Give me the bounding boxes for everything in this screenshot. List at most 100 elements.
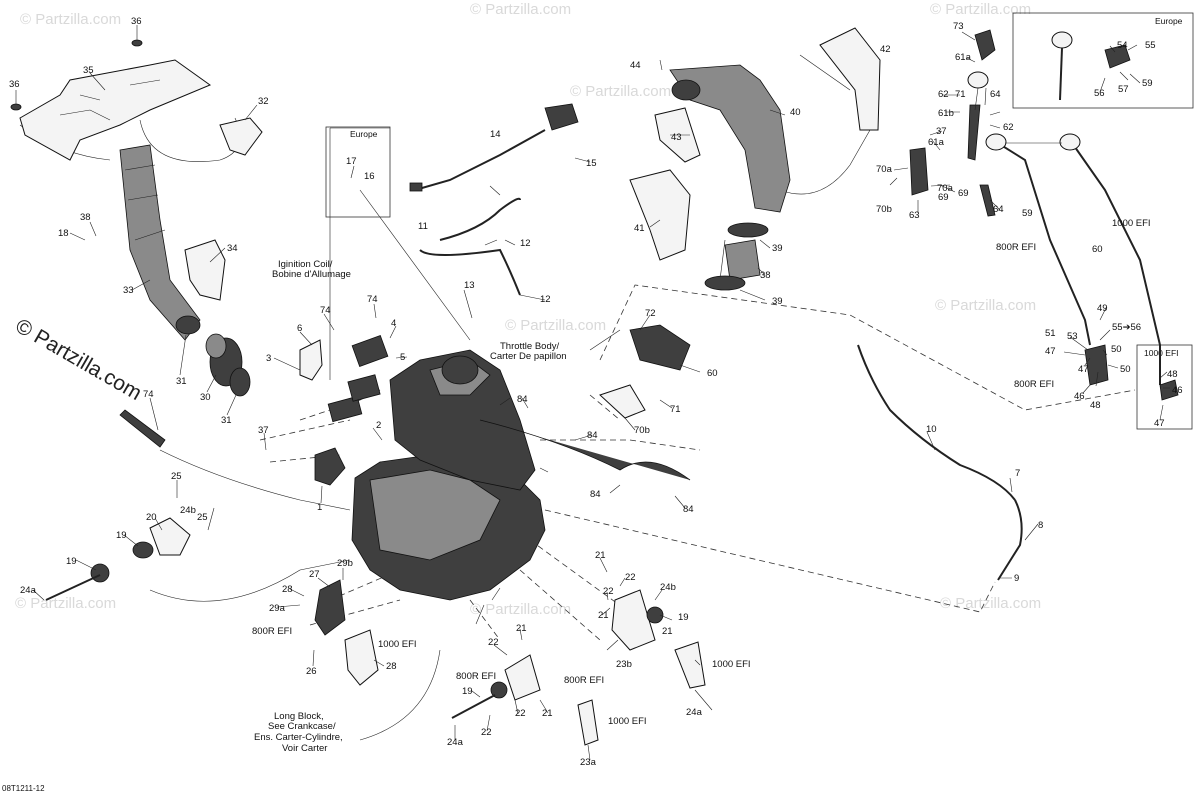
- part-label: 84: [587, 430, 598, 441]
- intake-duct: [119, 144, 201, 341]
- callout-ignition-coil: Iginition Coil/: [278, 259, 333, 270]
- part-label: 61a: [955, 52, 972, 63]
- part-label: 19: [66, 556, 77, 567]
- engine-mount-20: [149, 517, 191, 556]
- leader-lines: [15, 25, 1170, 761]
- engine-mount-29a: [314, 579, 346, 636]
- svg-text:Europe: Europe: [350, 129, 378, 139]
- part-label: 59: [1022, 208, 1033, 219]
- part-label: 61a: [928, 137, 945, 148]
- part-label: 47: [1154, 418, 1165, 429]
- part-label: 71: [670, 404, 681, 415]
- part-label: 37: [936, 126, 947, 137]
- part-label: 24b: [660, 582, 676, 593]
- europe-inset-left: [325, 126, 391, 218]
- part-label: 21: [595, 550, 606, 561]
- part-label: 74: [320, 305, 331, 316]
- part-label: 42: [880, 44, 891, 55]
- part-label: 71: [955, 89, 966, 100]
- part-label: 84: [683, 504, 694, 515]
- callout-long-block: Long Block,: [274, 711, 324, 722]
- cable-61a: [992, 139, 1091, 346]
- variant-800r: 800R EFI: [456, 671, 496, 682]
- part-label: 43: [671, 132, 682, 143]
- part-label: 60: [1092, 244, 1103, 255]
- part-label: 60: [707, 368, 718, 379]
- part-label: 24a: [686, 707, 703, 718]
- part-label: 54: [1117, 40, 1128, 51]
- part-label: 41: [634, 223, 645, 234]
- part-label: 70b: [876, 204, 892, 215]
- part-label: 1: [317, 502, 322, 513]
- part-label: 23a: [580, 757, 597, 768]
- efi-inset-right: [1136, 344, 1193, 430]
- part-label: 61b: [938, 108, 954, 119]
- variant-800r: 800R EFI: [564, 675, 604, 686]
- exhaust-silencer: [669, 64, 791, 213]
- throttle-cable: [857, 344, 1016, 501]
- callout-throttle-body: Carter De papillon: [490, 351, 567, 362]
- part-label: 33: [123, 285, 134, 296]
- part-label: 24a: [447, 737, 464, 748]
- part-label: 9: [1014, 573, 1019, 584]
- pedal-71: [974, 29, 996, 61]
- footer-code: 08T1211-12: [2, 784, 45, 793]
- part-label: 16: [364, 171, 375, 182]
- part-label: 62: [1003, 122, 1014, 133]
- part-label: 29b: [337, 558, 353, 569]
- part-label: 21: [598, 610, 609, 621]
- throttle-sensor: [544, 103, 579, 131]
- part-label: 25: [171, 471, 182, 482]
- part-label: 53: [1067, 331, 1078, 342]
- part-label: 22: [481, 727, 492, 738]
- part-label: 59: [1142, 78, 1153, 89]
- part-label: 29a: [269, 603, 286, 614]
- watermark: © Partzilla.com: [20, 11, 121, 28]
- part-label: 10: [926, 424, 937, 435]
- part-label: 40: [790, 107, 801, 118]
- part-label: 28: [386, 661, 397, 672]
- part-label: 19: [116, 530, 127, 541]
- watermark: © Partzilla.com: [470, 1, 571, 18]
- part-label: 4: [391, 318, 396, 329]
- watermark-diagonal: © Partzilla.com: [12, 314, 146, 405]
- part-label: 64: [993, 204, 1004, 215]
- watermark: © Partzilla.com: [940, 595, 1041, 612]
- svg-text:Europe: Europe: [1155, 16, 1183, 26]
- clamp: [175, 315, 201, 335]
- part-label: 73: [953, 21, 964, 32]
- part-label: 24a: [20, 585, 37, 596]
- part-label: 22: [515, 708, 526, 719]
- part-label: 34: [227, 243, 238, 254]
- part-label: 26: [306, 666, 317, 677]
- heat-shield: [819, 27, 881, 131]
- watermark: © Partzilla.com: [935, 297, 1036, 314]
- watermark: © Partzilla.com: [570, 83, 671, 100]
- part-label: 39: [772, 243, 783, 254]
- part-label: 18: [58, 228, 69, 239]
- variant-800r: 800R EFI: [996, 242, 1036, 253]
- clamp: [229, 367, 251, 397]
- part-label: 70a: [876, 164, 893, 175]
- part-label: 25: [197, 512, 208, 523]
- part-label: 39: [772, 296, 783, 307]
- part-label: 62: [938, 89, 949, 100]
- watermark: © Partzilla.com: [15, 595, 116, 612]
- part-label: 32: [258, 96, 269, 107]
- boot: [184, 239, 226, 301]
- part-label: 28: [282, 584, 293, 595]
- part-label: 22: [625, 572, 636, 583]
- part-label: 38: [760, 270, 771, 281]
- variant-800r: 800R EFI: [252, 626, 292, 637]
- part-label: 74: [367, 294, 378, 305]
- part-label: 84: [590, 489, 601, 500]
- part-label: 22: [488, 637, 499, 648]
- part-label: 5: [400, 352, 405, 363]
- part-label: 17: [346, 156, 357, 167]
- svg-text:1000 EFI: 1000 EFI: [1144, 348, 1179, 358]
- part-label: 27: [309, 569, 320, 580]
- engine-cylinders: [389, 349, 536, 491]
- part-label: 3: [266, 353, 271, 364]
- part-label: 24b: [180, 505, 196, 516]
- part-label: 30: [200, 392, 211, 403]
